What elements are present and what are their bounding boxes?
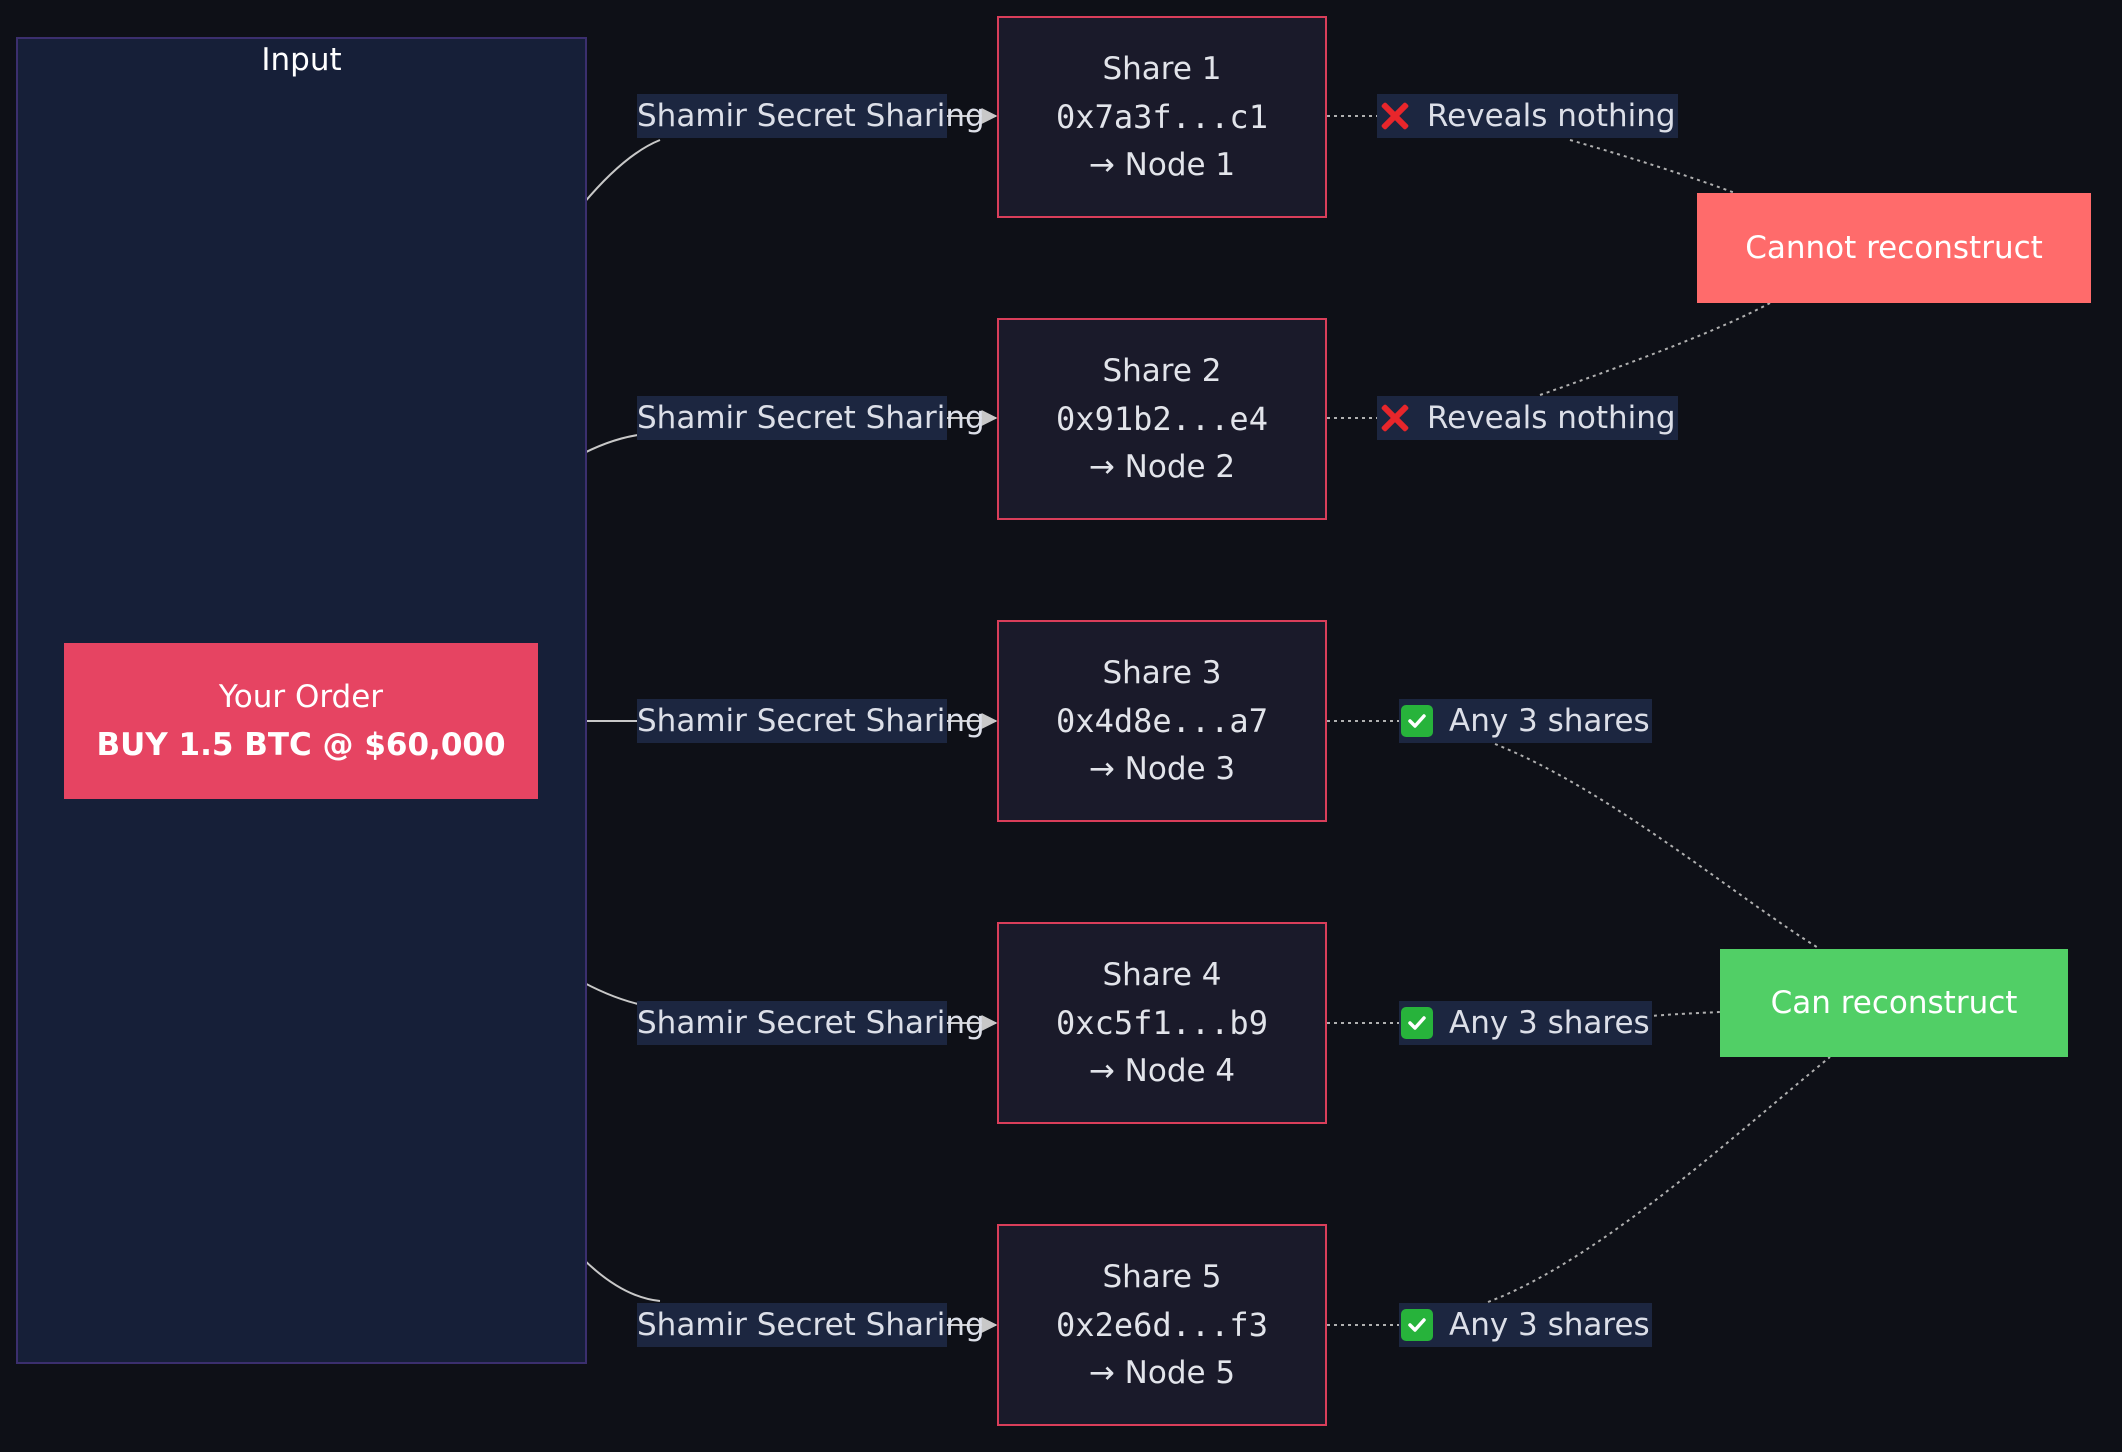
edge-label-share-3: Shamir Secret Sharing [637, 699, 985, 743]
share-hash: 0xc5f1...b9 [1056, 1004, 1268, 1042]
share-node-4[interactable]: Share 4 0xc5f1...b9 → Node 4 [997, 922, 1327, 1124]
cross-mark-icon [1379, 100, 1411, 132]
status-text: Any 3 shares [1449, 1307, 1650, 1343]
share-title: Share 3 [1102, 655, 1222, 691]
can-reconstruct-node[interactable]: Can reconstruct [1720, 949, 2068, 1057]
share-title: Share 4 [1102, 957, 1222, 993]
status-label-share-5: Any 3 shares [1399, 1303, 1652, 1347]
order-title: Your Order [218, 679, 384, 715]
dotted-status-2-cannot [1539, 302, 1771, 396]
cross-mark-icon [1379, 402, 1411, 434]
dotted-status-5-can [1487, 1056, 1831, 1303]
status-label-share-4: Any 3 shares [1399, 1001, 1652, 1045]
share-node-5[interactable]: Share 5 0x2e6d...f3 → Node 5 [997, 1224, 1327, 1426]
check-mark-icon [1401, 705, 1433, 737]
share-title: Share 2 [1102, 353, 1222, 389]
share-hash: 0x2e6d...f3 [1056, 1306, 1268, 1344]
share-node-2[interactable]: Share 2 0x91b2...e4 → Node 2 [997, 318, 1327, 520]
status-label-share-3: Any 3 shares [1399, 699, 1652, 743]
share-hash: 0x4d8e...a7 [1056, 702, 1268, 740]
share-hash: 0x91b2...e4 [1056, 400, 1268, 438]
share-node-target: → Node 1 [1088, 147, 1236, 183]
edge-label-share-1: Shamir Secret Sharing [637, 94, 985, 138]
cannot-reconstruct-node[interactable]: Cannot reconstruct [1697, 193, 2091, 303]
share-node-target: → Node 3 [1088, 751, 1236, 787]
edge-label-share-2: Shamir Secret Sharing [637, 396, 985, 440]
status-text: Reveals nothing [1427, 98, 1676, 134]
check-mark-icon [1401, 1007, 1433, 1039]
share-node-target: → Node 5 [1088, 1355, 1236, 1391]
order-detail: BUY 1.5 BTC @ $60,000 [96, 727, 506, 763]
status-text: Any 3 shares [1449, 703, 1650, 739]
status-label-share-2: Reveals nothing [1377, 396, 1678, 440]
share-node-target: → Node 4 [1088, 1053, 1236, 1089]
share-title: Share 1 [1102, 51, 1222, 87]
share-node-target: → Node 2 [1088, 449, 1236, 485]
dotted-status-4-can [1625, 1011, 1721, 1019]
check-mark-icon [1401, 1309, 1433, 1341]
status-text: Any 3 shares [1449, 1005, 1650, 1041]
dotted-status-3-can [1494, 743, 1821, 950]
share-hash: 0x7a3f...c1 [1056, 98, 1268, 136]
share-title: Share 5 [1102, 1259, 1222, 1295]
status-text: Reveals nothing [1427, 400, 1676, 436]
status-label-share-1: Reveals nothing [1377, 94, 1678, 138]
share-node-1[interactable]: Share 1 0x7a3f...c1 → Node 1 [997, 16, 1327, 218]
share-node-3[interactable]: Share 3 0x4d8e...a7 → Node 3 [997, 620, 1327, 822]
your-order-node[interactable]: Your Order BUY 1.5 BTC @ $60,000 [64, 643, 538, 799]
input-group-title: Input [261, 42, 342, 78]
edge-label-share-5: Shamir Secret Sharing [637, 1303, 985, 1347]
dotted-status-1-cannot [1569, 139, 1736, 194]
edge-label-share-4: Shamir Secret Sharing [637, 1001, 985, 1045]
